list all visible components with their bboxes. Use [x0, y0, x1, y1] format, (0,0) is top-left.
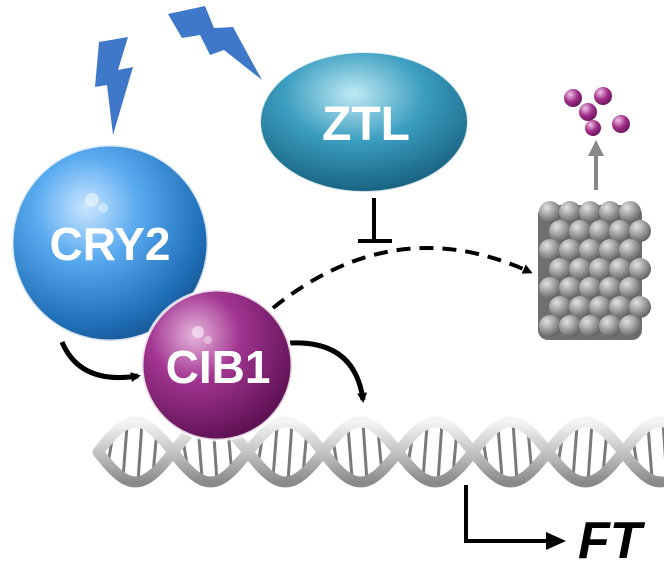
proteasome-subunit: [609, 296, 631, 318]
dna-base-pair: [421, 425, 429, 479]
proteasome-subunit: [589, 258, 611, 280]
proteasome-subunit: [539, 201, 561, 223]
dna-base-pair: [586, 422, 594, 482]
proteasome-subunit: [549, 296, 571, 318]
proteasome-subunit: [569, 258, 591, 280]
light-bolt-icon: [95, 37, 133, 135]
proteasome-subunit: [559, 201, 581, 223]
proteasome-subunit: [579, 315, 601, 337]
dna-base-pair: [346, 425, 354, 479]
proteasome-subunit: [629, 296, 651, 318]
proteasome-subunit: [569, 220, 591, 242]
proteasome-subunit: [609, 258, 631, 280]
cry2-protein: CRY2: [10, 143, 210, 343]
cib1-to-dna-arrow: [289, 340, 368, 403]
dna-base-pair: [571, 425, 579, 479]
proteasome-subunit: [599, 239, 621, 261]
proteasome-subunit: [539, 315, 561, 337]
degradation-arrow: [271, 245, 533, 310]
proteasome-subunit: [619, 315, 641, 337]
dna-base-pair: [496, 425, 504, 479]
proteasome-subunit: [559, 315, 581, 337]
dna-base-pair: [511, 422, 519, 482]
proteasome-subunit: [589, 296, 611, 318]
proteasome-subunit: [579, 201, 601, 223]
proteasome-subunit: [619, 239, 641, 261]
cry2-to-cib1-arrow: [59, 340, 141, 383]
proteasome-subunit: [559, 239, 581, 261]
dna-base-pair: [361, 422, 369, 482]
proteasome-subunit: [619, 277, 641, 299]
dna-base-pair: [646, 425, 654, 479]
proteasome-subunit: [579, 239, 601, 261]
proteasome-subunit: [629, 258, 651, 280]
dna-base-pair: [136, 422, 144, 482]
proteasome-subunit: [559, 277, 581, 299]
proteasome-subunit: [579, 277, 601, 299]
proteasome-subunit: [619, 201, 641, 223]
proteasome-subunit: [599, 201, 621, 223]
ztl-label: ZTL: [322, 98, 410, 151]
cib1-label: CIB1: [166, 341, 271, 393]
proteasome-subunit: [549, 258, 571, 280]
dna-base-pair: [121, 425, 129, 479]
ft-gene-label: FT: [578, 512, 646, 568]
peptide-fragments-icon: [564, 87, 630, 136]
proteasome-subunit: [589, 220, 611, 242]
dna-base-pair: [436, 422, 444, 482]
ztl-inhibition-line: [358, 198, 392, 243]
proteasome-subunit: [539, 277, 561, 299]
proteasome-subunit: [549, 220, 571, 242]
proteasome-subunit: [629, 220, 651, 242]
light-bolt-icon: [168, 6, 262, 80]
ztl-protein: ZTL: [259, 51, 469, 193]
proteasome-subunit: [599, 277, 621, 299]
degradation-output-arrow: [588, 140, 604, 190]
cry2-label: CRY2: [50, 218, 171, 270]
dna-base-pair: [286, 422, 294, 482]
transcription-arrow: [464, 485, 566, 550]
dna-base-pair: [271, 425, 279, 479]
proteasome-icon: [538, 201, 651, 340]
proteasome-subunit: [569, 296, 591, 318]
proteasome-subunit: [599, 315, 621, 337]
proteasome-subunit: [609, 220, 631, 242]
cib1-protein: CIB1: [140, 288, 294, 442]
proteasome-subunit: [539, 239, 561, 261]
